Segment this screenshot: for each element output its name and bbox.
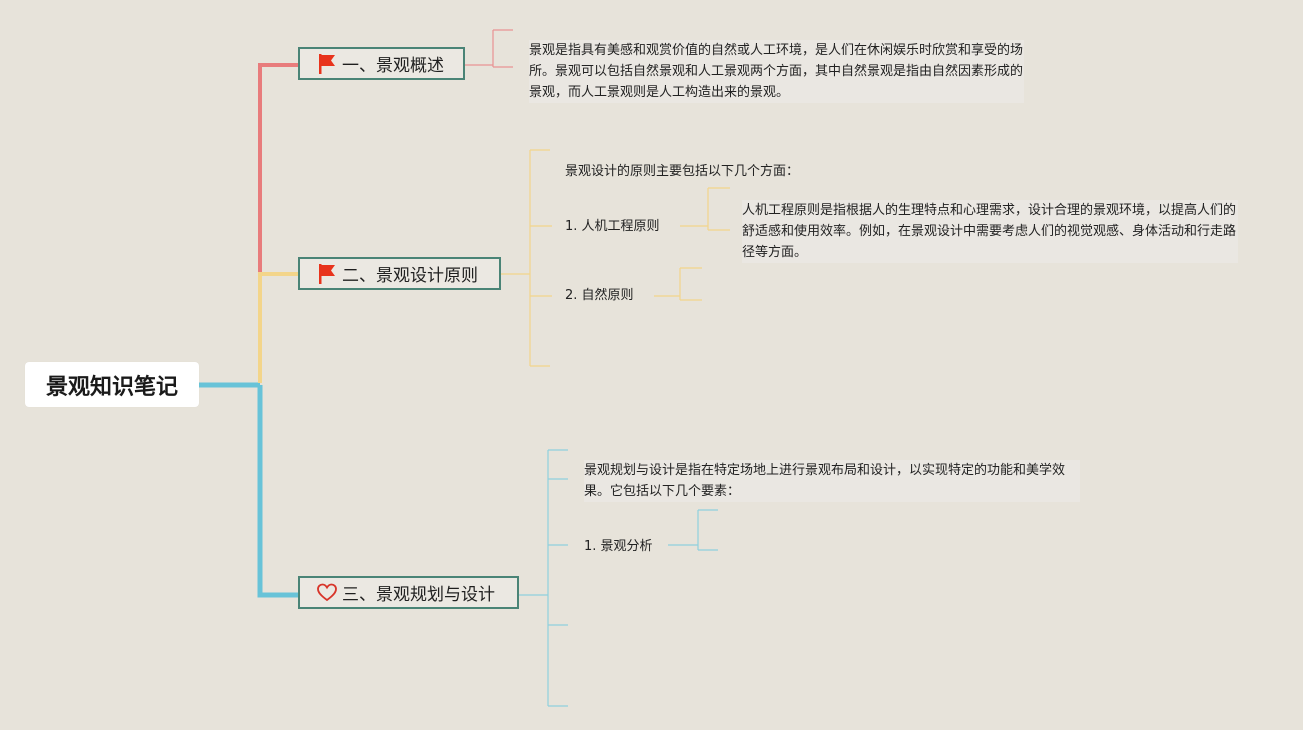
note-principles-intro[interactable]: 景观设计的原则主要包括以下几个方面：: [565, 164, 800, 179]
root-title: 景观知识笔记: [45, 374, 178, 400]
branch-node-planning[interactable]: 三、景观规划与设计: [298, 576, 519, 609]
connector-branch-1: [258, 63, 298, 272]
connector-branch-2: [258, 272, 298, 383]
branch-node-overview[interactable]: 一、景观概述: [298, 47, 465, 80]
branch-label: 二、景观设计原则: [342, 266, 478, 286]
connector-branch-3-children: [519, 449, 718, 707]
note-ergonomics-detail[interactable]: 人机工程原则是指根据人的生理特点和心理需求，设计合理的景观环境，以提高人们的舒适…: [742, 200, 1238, 263]
connector-branch-3: [257, 385, 298, 598]
flag-icon: [316, 53, 338, 75]
note-ergonomics-title[interactable]: 1. 人机工程原则: [565, 219, 660, 234]
note-overview[interactable]: 景观是指具有美感和观赏价值的自然或人工环境，是人们在休闲娱乐时欣赏和享受的场所。…: [529, 40, 1024, 103]
note-analysis-title[interactable]: 1. 景观分析: [584, 539, 653, 554]
branch-label: 三、景观规划与设计: [342, 585, 495, 605]
note-planning-intro[interactable]: 景观规划与设计是指在特定场地上进行景观布局和设计，以实现特定的功能和美学效果。它…: [584, 460, 1080, 502]
connector-branch-2-children: [501, 149, 730, 367]
heart-icon: [316, 582, 338, 604]
branch-label: 一、景观概述: [342, 56, 444, 76]
flag-icon: [316, 263, 338, 285]
connector-branch-1-children: [465, 29, 513, 68]
branch-node-principles[interactable]: 二、景观设计原则: [298, 257, 501, 290]
note-nature-title[interactable]: 2. 自然原则: [565, 288, 634, 303]
root-node[interactable]: 景观知识笔记: [25, 362, 199, 407]
